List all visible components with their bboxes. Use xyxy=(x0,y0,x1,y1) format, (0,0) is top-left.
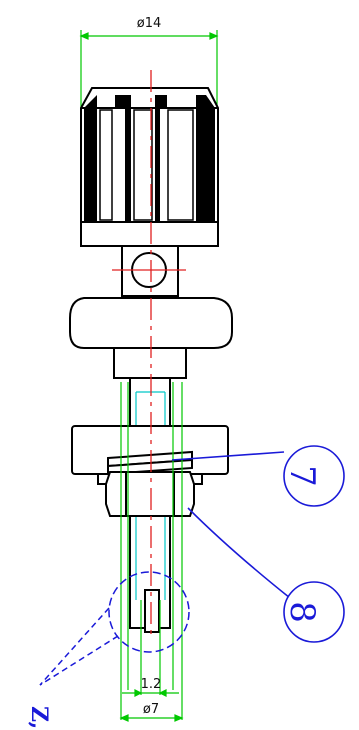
upper-insulator xyxy=(69,297,233,379)
top-diameter-label: ø14 xyxy=(137,16,162,31)
balloon-7 xyxy=(171,445,345,507)
construction-lines xyxy=(120,382,183,720)
detail-label: Z, xyxy=(26,706,52,729)
balloon-8 xyxy=(187,507,345,643)
balloon-8-label: 8 xyxy=(282,601,322,623)
small-size-label: 1.2 xyxy=(141,677,162,692)
hex-nut xyxy=(105,471,195,517)
small-size-dimension xyxy=(122,689,179,697)
neck-with-cross-hole xyxy=(121,245,179,297)
cap-grip-slots xyxy=(84,95,215,222)
detail-callout xyxy=(39,571,190,686)
bottom-diameter-dimension xyxy=(119,714,184,722)
bottom-diameter-label: ø7 xyxy=(143,702,159,717)
balloon-7-label: 7 xyxy=(282,465,322,487)
spring-washer xyxy=(107,450,193,476)
